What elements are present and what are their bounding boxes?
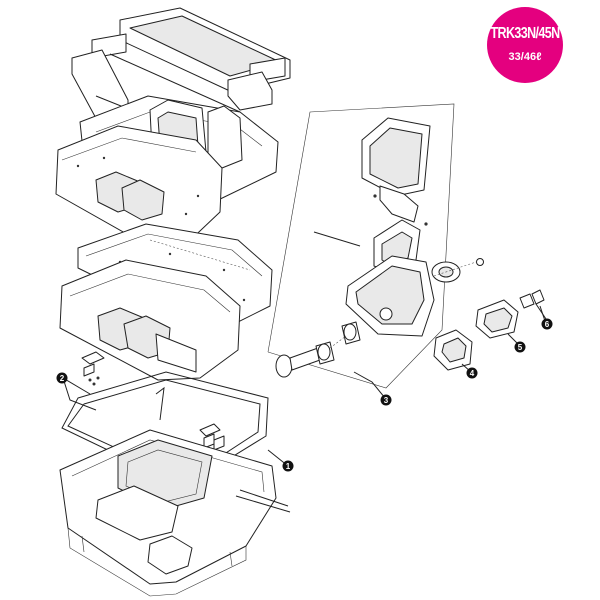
callout-3-label: 3 bbox=[384, 396, 389, 405]
callout-6-label: 6 bbox=[545, 320, 550, 329]
case-body bbox=[59, 429, 291, 597]
callout-5-label: 5 bbox=[518, 343, 523, 352]
lock-assembly bbox=[267, 103, 484, 389]
callout-2: 2 bbox=[56, 372, 68, 384]
small-clip-right bbox=[199, 423, 225, 451]
capacity-label: 33/46ℓ bbox=[508, 51, 542, 63]
callout-4: 4 bbox=[466, 367, 478, 379]
latch-catch bbox=[475, 299, 519, 339]
callout-leaders bbox=[62, 305, 547, 467]
model-name: TRK33N/45N bbox=[490, 24, 560, 42]
key-icon bbox=[275, 347, 321, 378]
top-handle-frame bbox=[71, 7, 291, 141]
callout-1-label: 1 bbox=[286, 462, 291, 471]
lid-inner-panel bbox=[55, 125, 223, 249]
callout-4-label: 4 bbox=[470, 369, 475, 378]
callout-5: 5 bbox=[514, 341, 526, 353]
latch-hook bbox=[433, 329, 473, 371]
callout-1: 1 bbox=[282, 460, 294, 472]
lid-liner bbox=[59, 259, 241, 381]
model-badge: TRK33N/45N 33/46ℓ bbox=[487, 7, 563, 83]
lock-cylinder-icon bbox=[315, 321, 361, 365]
screw bbox=[519, 289, 549, 323]
small-clip-left bbox=[81, 351, 105, 386]
callout-3: 3 bbox=[380, 394, 392, 406]
callout-6: 6 bbox=[541, 318, 553, 330]
callout-2-label: 2 bbox=[60, 374, 65, 383]
seal-frame bbox=[61, 371, 269, 477]
